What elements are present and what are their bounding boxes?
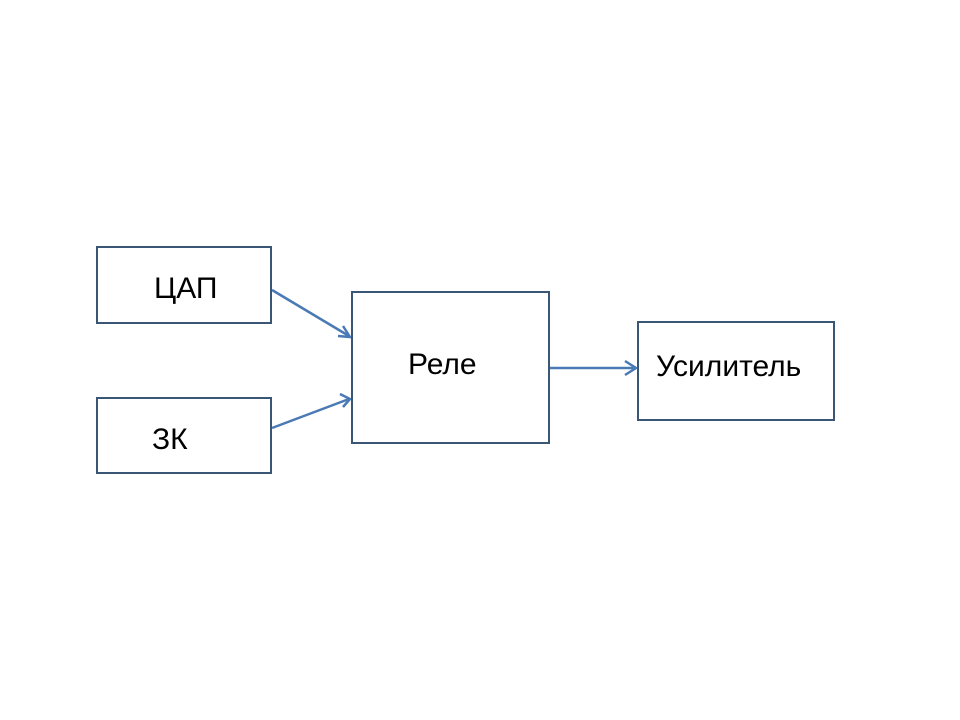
amplifier-label: Усилитель xyxy=(656,350,802,383)
zk-block: ЗК xyxy=(96,397,272,474)
arrowhead xyxy=(624,359,639,377)
zk-label: ЗК xyxy=(152,423,188,456)
arrowhead xyxy=(337,325,353,339)
arrowhead xyxy=(339,392,353,408)
dac-block: ЦАП xyxy=(96,246,272,324)
edge-line xyxy=(271,397,350,430)
edge-zk-to-relay xyxy=(271,392,353,430)
edge-relay-to-amplifier xyxy=(550,359,639,377)
edge-dac-to-relay xyxy=(271,288,353,339)
edge-line xyxy=(271,288,350,338)
dac-label: ЦАП xyxy=(154,272,218,305)
amplifier-block: Усилитель xyxy=(637,321,835,421)
relay-label: Реле xyxy=(408,348,477,381)
relay-block: Реле xyxy=(351,291,550,444)
